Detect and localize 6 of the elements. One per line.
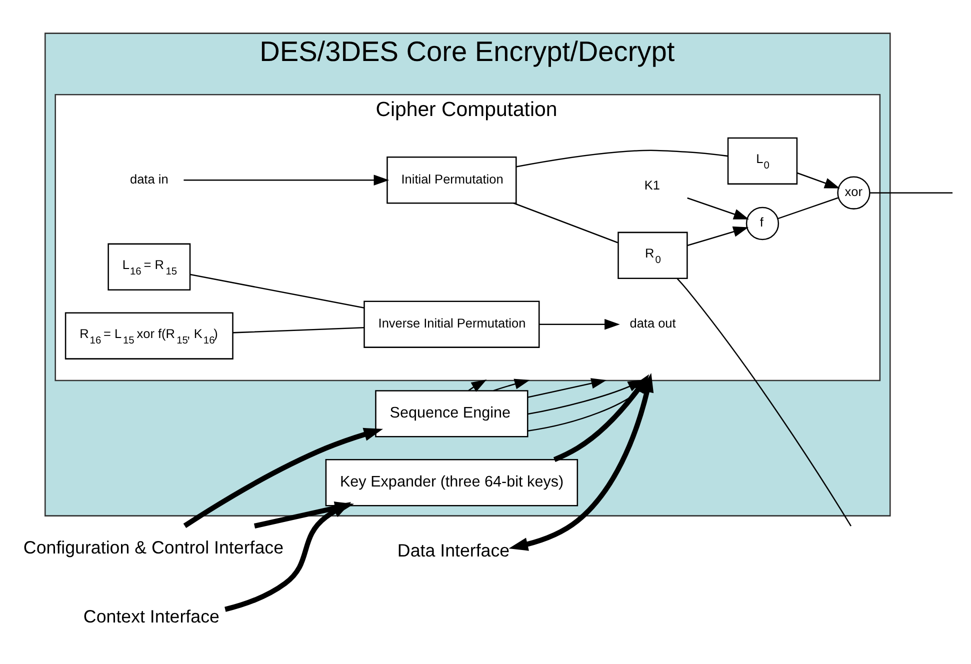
node-text: data in [130, 171, 168, 186]
node-text: Configuration & Control Interface [23, 538, 284, 558]
node-text: K1 [644, 178, 660, 193]
node-text: Data Interface [397, 540, 510, 560]
node-text: data out [630, 316, 676, 331]
node-text: Context Interface [83, 606, 220, 627]
